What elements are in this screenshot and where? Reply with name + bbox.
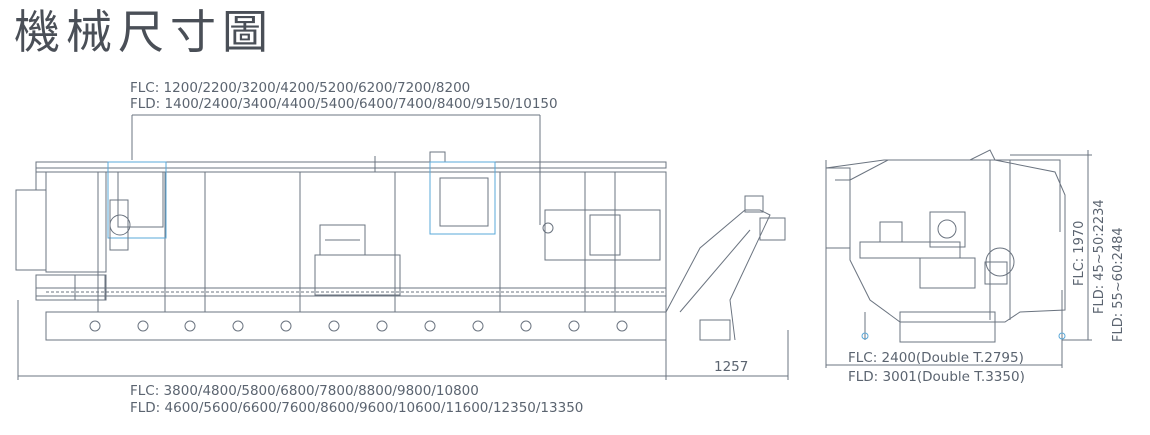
side-view	[825, 149, 1092, 368]
top-length-flc: FLC: 1200/2200/3200/4200/5200/6200/7200/…	[130, 80, 471, 96]
page-title: 機械尺寸圖	[14, 5, 274, 59]
base-circles	[89, 320, 628, 332]
overall-length-fld: FLD: 4600/5600/6600/7600/8600/9600/10600…	[130, 400, 584, 416]
front-view	[15, 114, 789, 380]
side-width-flc: FLC: 2400(Double T.2795)	[848, 350, 1024, 366]
overall-length-flc: FLC: 3800/4800/5800/6800/7800/8800/9800/…	[130, 383, 479, 399]
conveyor-length: 1257	[714, 359, 749, 375]
top-length-fld: FLD: 1400/2400/3400/4400/5400/6400/7400/…	[130, 96, 558, 112]
side-width-fld: FLD: 3001(Double T.3350)	[848, 369, 1025, 385]
